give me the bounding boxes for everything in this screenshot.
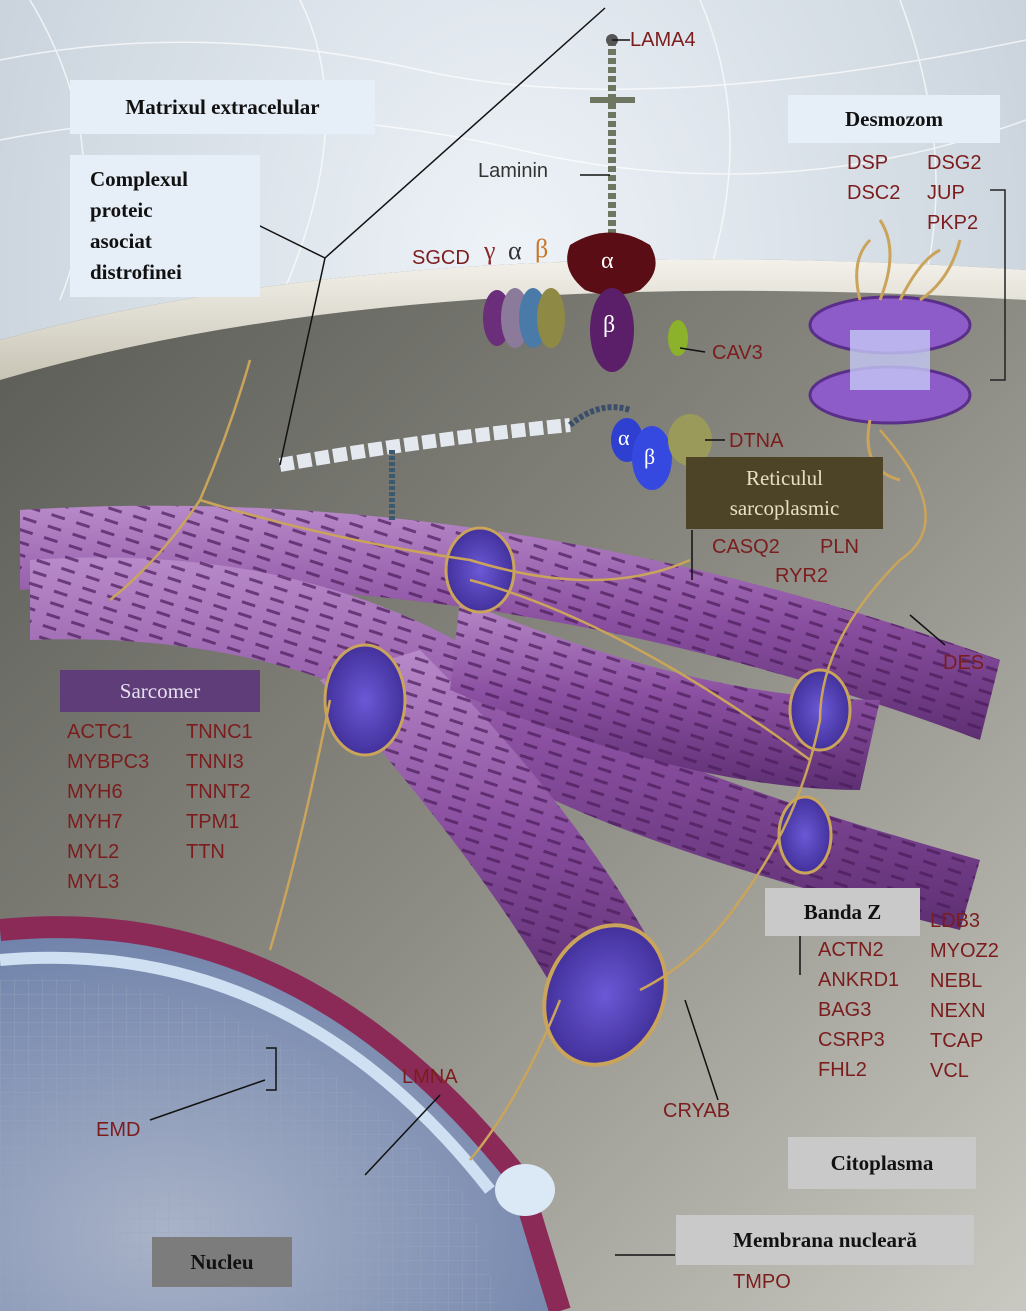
gene-ryr2: RYR2 <box>775 561 828 591</box>
gene-pln: PLN <box>820 532 859 562</box>
gene-vcl: VCL <box>930 1056 999 1086</box>
gene-dsc2: DSC2 <box>847 178 900 208</box>
sgc-gamma-label: γ <box>484 236 496 266</box>
gene-cryab: CRYAB <box>663 1096 730 1126</box>
gene-casq2: CASQ2 <box>712 532 780 562</box>
gene-ankrd1: ANKRD1 <box>818 965 899 995</box>
gene-dsg2: DSG2 <box>927 148 981 178</box>
gene-sgcd: SGCD <box>412 243 470 273</box>
nucleus-label: Nucleu <box>152 1237 292 1287</box>
gene-myl3: MYL3 <box>67 867 149 897</box>
gene-actn2: ACTN2 <box>818 935 899 965</box>
gene-fhl2: FHL2 <box>818 1055 899 1085</box>
sr-label-line-2: sarcoplasmic <box>730 493 840 523</box>
gene-tcap: TCAP <box>930 1026 999 1056</box>
gene-tnni3: TNNI3 <box>186 747 253 777</box>
sarcomere-label: Sarcomer <box>60 670 260 712</box>
cytoplasm-label: Citoplasma <box>788 1137 976 1189</box>
zband-genes-col2: LDB3 MYOZ2 NEBL NEXN TCAP VCL <box>930 906 999 1086</box>
sarcoglycan-complex <box>483 288 565 348</box>
gene-ttn: TTN <box>186 837 253 867</box>
gene-cav3: CAV3 <box>712 338 763 368</box>
desmosome-genes-col2: DSG2 JUP PKP2 <box>927 148 981 238</box>
dystroglycan-beta-label: β <box>603 312 615 339</box>
z-band-label: Banda Z <box>765 888 920 936</box>
sarcomere-genes-col1: ACTC1 MYBPC3 MYH6 MYH7 MYL2 MYL3 <box>67 717 149 897</box>
gene-mybpc3: MYBPC3 <box>67 747 149 777</box>
gene-des: DES <box>943 648 984 678</box>
desmosome-label: Desmozom <box>788 95 1000 143</box>
gene-ldb3: LDB3 <box>930 906 999 936</box>
sarcomere-genes-col2: TNNC1 TNNI3 TNNT2 TPM1 TTN <box>186 717 253 867</box>
extracellular-matrix-label: Matrixul extracelular <box>70 80 375 134</box>
gene-tnnc1: TNNC1 <box>186 717 253 747</box>
gene-myh7: MYH7 <box>67 807 149 837</box>
gene-dtna: DTNA <box>729 426 783 456</box>
sgc-alpha-label: α <box>508 236 522 266</box>
dystrophin-complex-label: Complexul proteic asociat distrofinei <box>70 155 260 297</box>
nuclear-membrane-label: Membrana nucleară <box>676 1215 974 1265</box>
gene-tmpo: TMPO <box>733 1267 791 1297</box>
sarcoplasmic-reticulum-label: Reticulul sarcoplasmic <box>686 457 883 529</box>
dystrophin-complex-line-3: asociat <box>90 226 152 257</box>
gene-actc1: ACTC1 <box>67 717 149 747</box>
gene-jup: JUP <box>927 178 981 208</box>
dystroglycan-alpha-label: α <box>601 248 614 275</box>
dystrophin-complex-line-2: proteic <box>90 195 153 226</box>
gene-myl2: MYL2 <box>67 837 149 867</box>
gene-lama4: LAMA4 <box>630 25 696 55</box>
nuclear-pore <box>495 1164 555 1216</box>
gene-laminin: Laminin <box>478 160 548 183</box>
dystrophin-complex-line-1: Complexul <box>90 164 188 195</box>
gene-tpm1: TPM1 <box>186 807 253 837</box>
caveolin <box>668 320 688 356</box>
gene-csrp3: CSRP3 <box>818 1025 899 1055</box>
gene-bag3: BAG3 <box>818 995 899 1025</box>
zband-genes-col1: ACTN2 ANKRD1 BAG3 CSRP3 FHL2 <box>818 935 899 1085</box>
gene-dsp: DSP <box>847 148 900 178</box>
gene-pkp2: PKP2 <box>927 208 981 238</box>
gene-emd: EMD <box>96 1115 140 1145</box>
desmosome-genes-col1: DSP DSC2 <box>847 148 900 208</box>
gene-tnnt2: TNNT2 <box>186 777 253 807</box>
gene-myh6: MYH6 <box>67 777 149 807</box>
gene-lmna: LMNA <box>402 1062 458 1092</box>
syntrophin-alpha-label: α <box>618 425 630 451</box>
syntrophin-beta-label: β <box>644 444 655 470</box>
sr-label-line-1: Reticulul <box>746 463 823 493</box>
dystrophin-complex-line-4: distrofinei <box>90 257 182 288</box>
gene-myoz2: MYOZ2 <box>930 936 999 966</box>
sgc-beta-label: β <box>535 234 548 264</box>
gene-nebl: NEBL <box>930 966 999 996</box>
gene-nexn: NEXN <box>930 996 999 1026</box>
